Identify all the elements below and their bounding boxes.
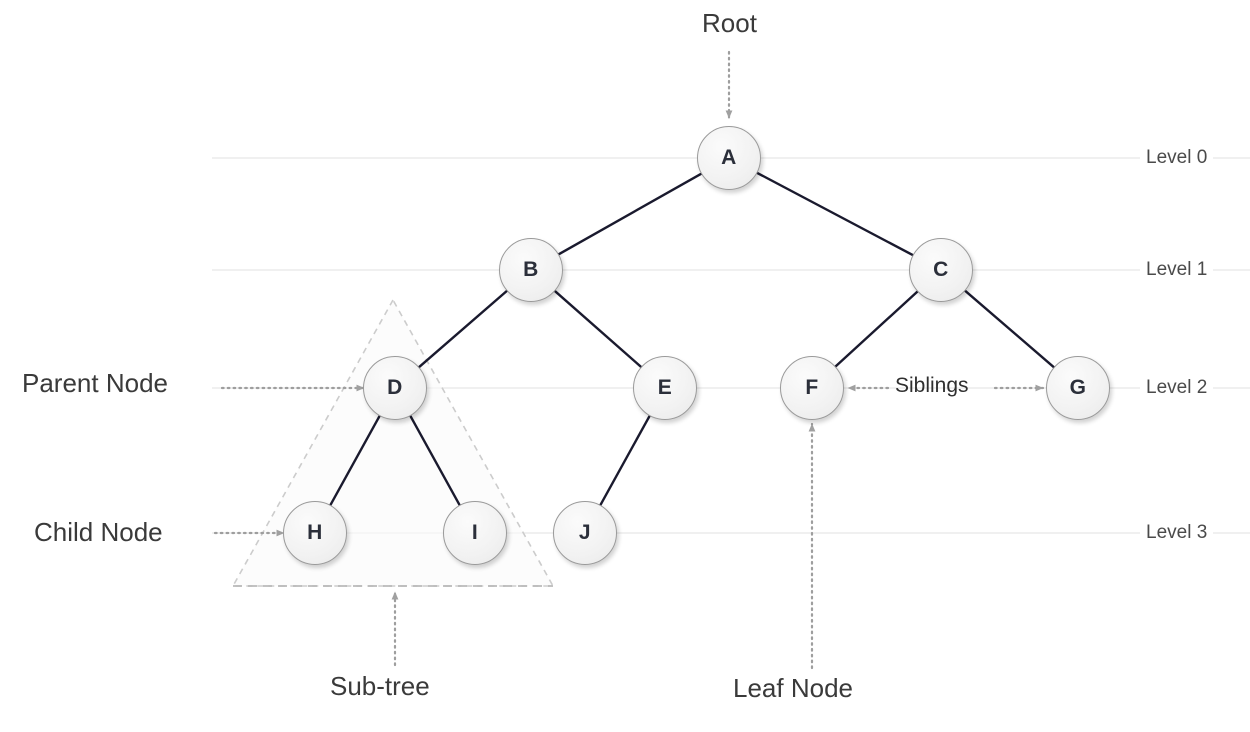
annotation-label-root: Root — [702, 8, 757, 38]
tree-edge-C-F — [833, 289, 920, 369]
tree-edge-E-J — [598, 413, 652, 508]
tree-edge-B-D — [416, 288, 510, 370]
tree-node-b[interactable]: B — [499, 238, 563, 302]
tree-edge-D-I — [408, 413, 462, 508]
tree-node-i[interactable]: I — [443, 501, 507, 565]
tree-node-e[interactable]: E — [633, 356, 697, 420]
tree-edges — [328, 170, 1057, 508]
level-label-2: Level 2 — [1140, 377, 1214, 399]
tree-edge-B-E — [552, 288, 644, 370]
annotation-label-leaf-node: Leaf Node — [733, 673, 853, 703]
tree-node-j[interactable]: J — [553, 501, 617, 565]
tree-edge-D-H — [328, 413, 382, 508]
level-label-0: Level 0 — [1140, 147, 1214, 169]
tree-edge-A-C — [754, 170, 916, 258]
level-label-3: Level 3 — [1140, 522, 1214, 544]
tree-node-d[interactable]: D — [363, 356, 427, 420]
annotation-label-parent-node: Parent Node — [22, 368, 168, 398]
annotation-label-siblings: Siblings — [895, 374, 969, 397]
tree-node-h[interactable]: H — [283, 501, 347, 565]
tree-edge-A-B — [556, 171, 704, 257]
tree-node-a[interactable]: A — [697, 126, 761, 190]
annotation-label-child-node: Child Node — [34, 517, 163, 547]
level-label-1: Level 1 — [1140, 259, 1214, 281]
tree-edge-C-G — [962, 288, 1057, 370]
tree-node-c[interactable]: C — [909, 238, 973, 302]
annotation-label-sub-tree: Sub-tree — [330, 671, 430, 701]
annotation-arrows — [213, 50, 1045, 670]
tree-node-f[interactable]: F — [780, 356, 844, 420]
tree-node-g[interactable]: G — [1046, 356, 1110, 420]
